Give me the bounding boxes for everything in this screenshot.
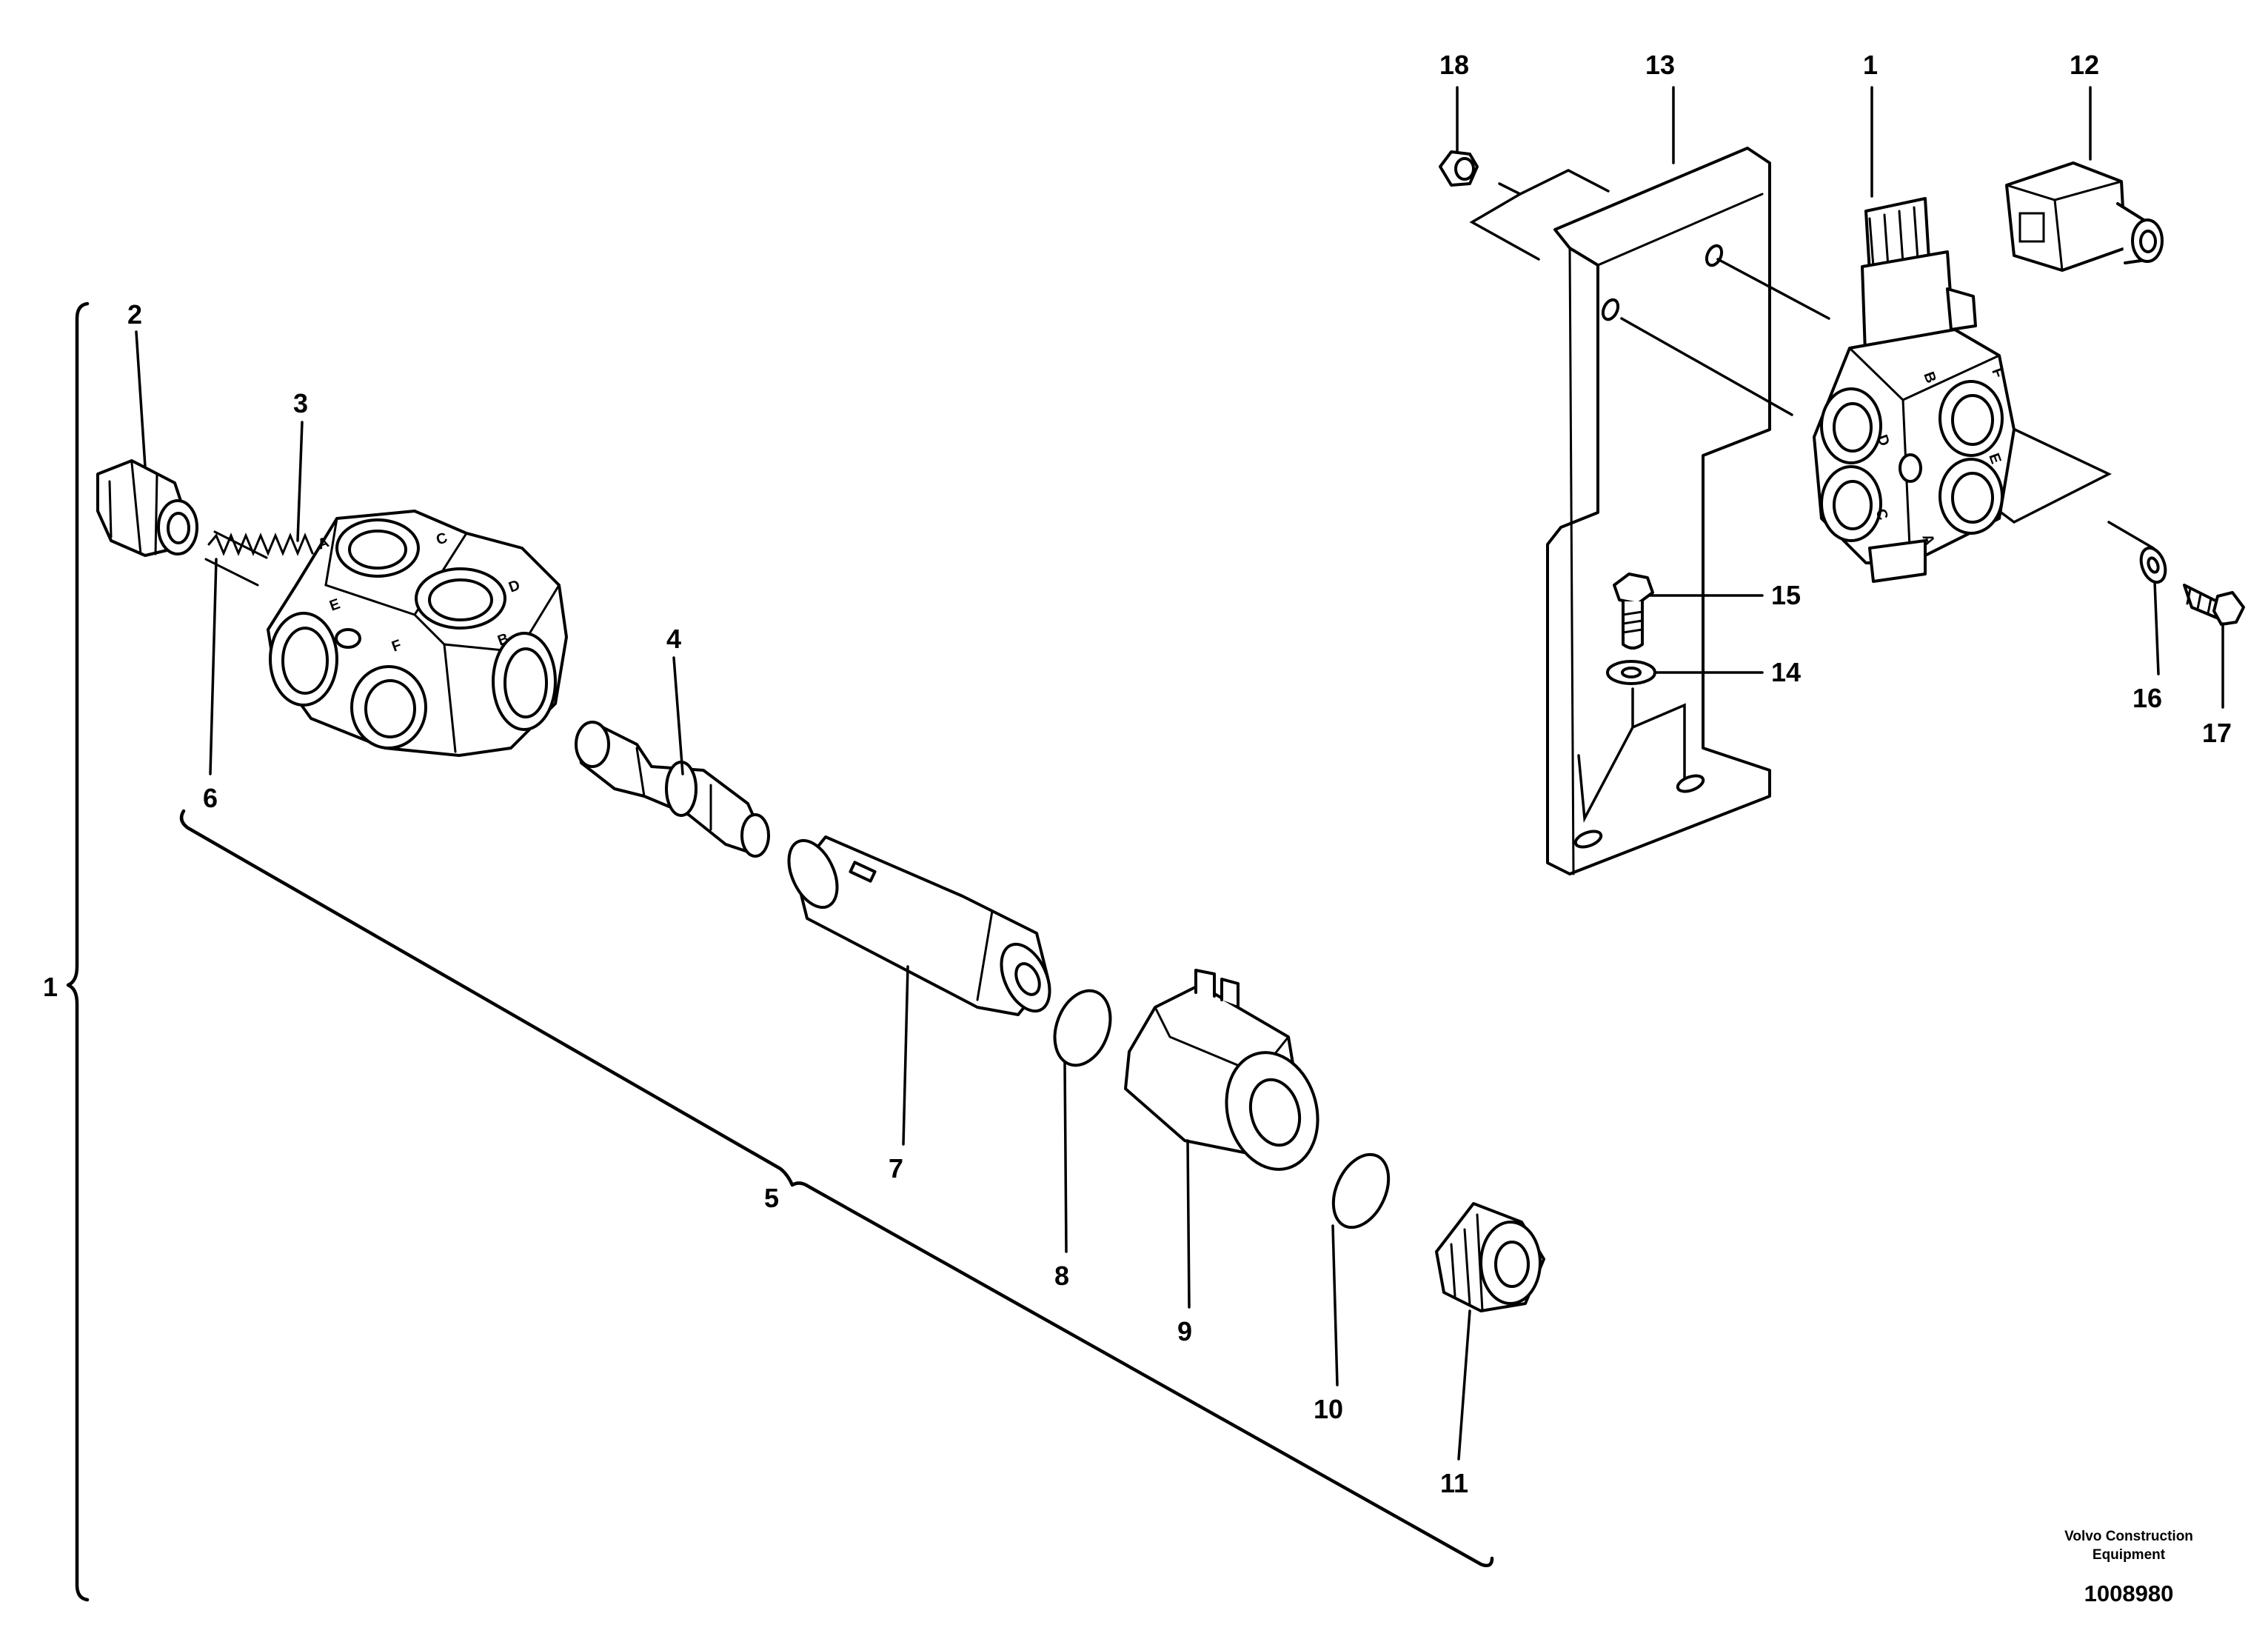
callout-5: 5 [764, 1183, 779, 1213]
port-letter-d-assembled: D [1873, 433, 1893, 448]
subassembly-brace-5 [179, 809, 1494, 1567]
callout-11: 11 [1440, 1468, 1468, 1498]
part-17-screw [2183, 584, 2245, 626]
callout-13: 13 [1645, 50, 1675, 80]
port-letter-a: A [315, 534, 331, 553]
callout-6: 6 [203, 783, 218, 813]
part-1-solenoid-valve: B F D E C A [1813, 197, 2016, 583]
figure-number: 1008980 [2084, 1581, 2174, 1606]
part-15-bolt [1613, 573, 1654, 650]
part-6-spring [204, 530, 314, 587]
part-7-tube [787, 835, 1051, 1016]
callout-1-assembly: 1 [43, 972, 58, 1002]
part-13-bracket [1546, 147, 1771, 875]
port-letter-d: D [506, 577, 522, 596]
credit-block: Volvo Construction Equipment 1008980 [2064, 1529, 2193, 1606]
callout-18: 18 [1439, 50, 1469, 80]
part-11-knurled-nut [1435, 1202, 1545, 1312]
callout-7: 7 [889, 1153, 903, 1184]
part-8-o-ring [1053, 989, 1112, 1067]
callout-3: 3 [293, 388, 308, 418]
port-letter-a-assembled: A [1919, 532, 1938, 547]
callout-2: 2 [127, 299, 142, 330]
callout-10: 10 [1314, 1394, 1343, 1424]
part-2-cap-nut [96, 459, 198, 557]
credit-line-2: Equipment [2093, 1547, 2166, 1563]
port-letter-b-assembled: B [1920, 370, 1939, 385]
callout-12: 12 [2070, 50, 2099, 80]
part-16-washer [2139, 546, 2167, 584]
callout-16: 16 [2132, 683, 2162, 713]
callout-numbers: 1 2 3 4 5 6 7 8 9 10 11 12 13 1 14 15 16… [43, 50, 2232, 1498]
assembly-brace-1 [66, 301, 90, 1602]
part-18-nut [1439, 150, 1479, 187]
part-10-o-ring [1331, 1152, 1391, 1229]
port-letter-b: B [495, 630, 511, 650]
part-9-solenoid-coil [1124, 969, 1319, 1171]
credit-line-1: Volvo Construction [2064, 1529, 2193, 1544]
leader-lines [135, 86, 2224, 1461]
callout-17: 17 [2202, 718, 2232, 748]
part-14-washer [1606, 660, 1656, 685]
callout-15: 15 [1771, 580, 1801, 610]
part-12-connector [2005, 161, 2164, 272]
callout-1-top: 1 [1863, 50, 1878, 80]
assembly-lines [1469, 169, 2155, 824]
callout-14: 14 [1771, 657, 1801, 687]
part-4-spool [575, 721, 770, 858]
port-letter-c: C [434, 530, 449, 549]
callout-9: 9 [1177, 1316, 1192, 1346]
part-3-valve-body: A C D E F B [267, 510, 568, 757]
callout-4: 4 [666, 624, 681, 654]
port-letter-c-assembled: C [1872, 507, 1891, 522]
callout-8: 8 [1054, 1261, 1069, 1291]
